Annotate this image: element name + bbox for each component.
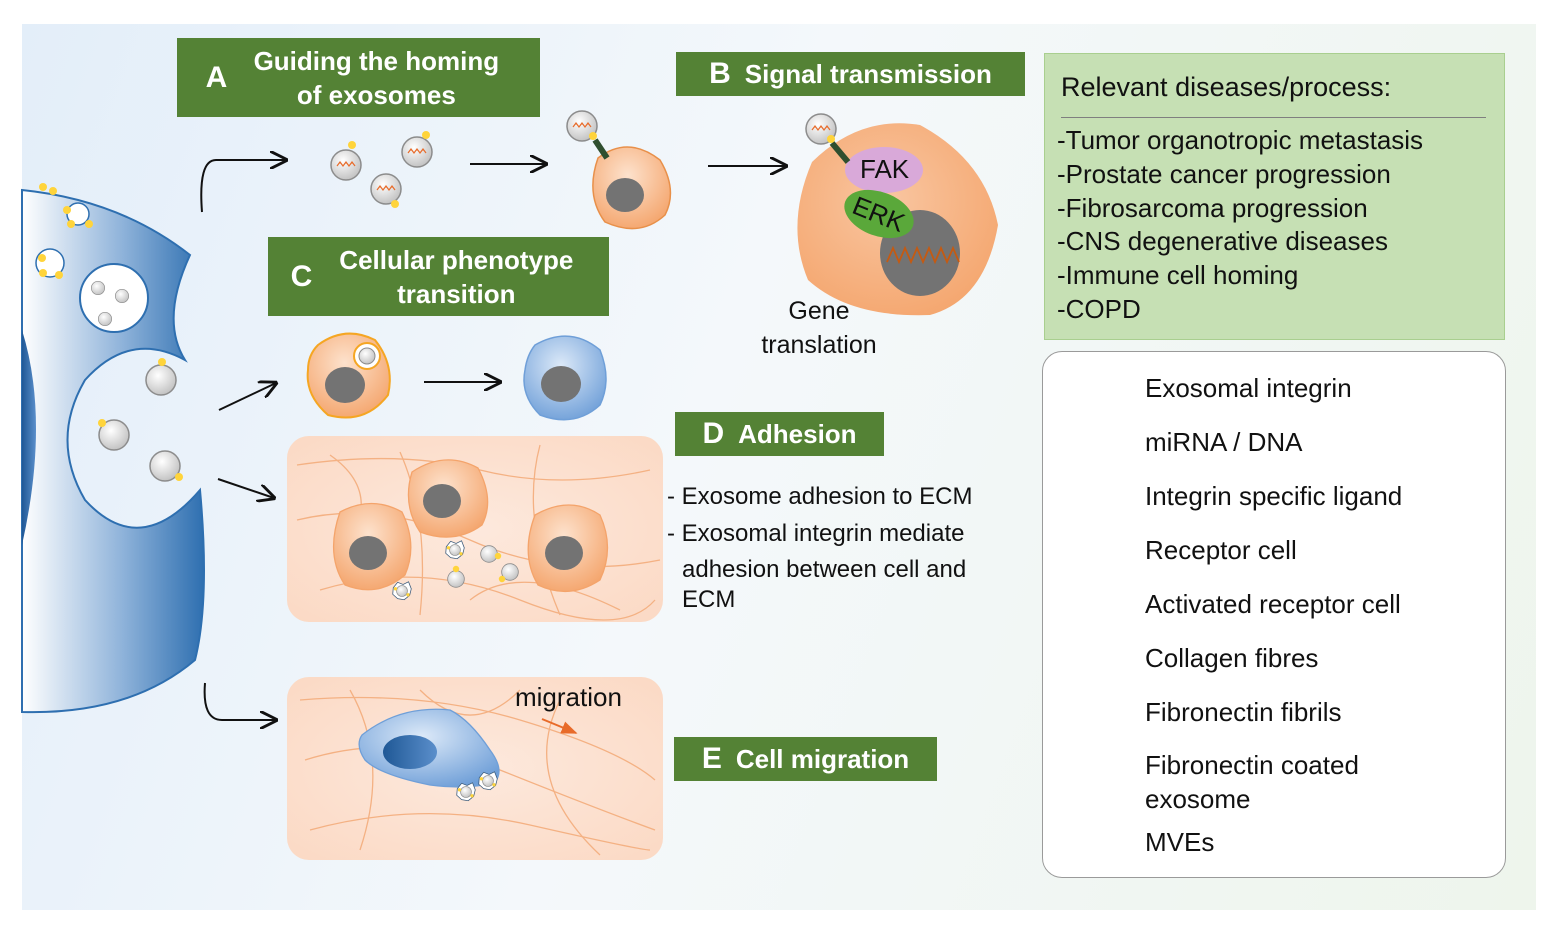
panel-e-title-text: Cell migration: [735, 744, 910, 774]
legend-label-activated-receptor-cell: Activated receptor cell: [1145, 589, 1401, 619]
legend-label-mves: MVEs: [1145, 827, 1215, 857]
migration-label: migration: [515, 682, 622, 712]
legend-label-fibronectin-fibrils: Fibronectin fibrils: [1145, 697, 1342, 727]
panel-d-title-text: Adhesion: [738, 419, 857, 449]
diseases-heading: Relevant diseases/process:: [1061, 72, 1392, 102]
fak-label: FAK: [860, 154, 910, 184]
panel-d-letter: D: [702, 417, 725, 450]
panel-c-letter: C: [290, 259, 313, 293]
adhesion-ecm: [287, 436, 663, 622]
adhesion-note-4: ECM: [682, 586, 736, 613]
legend-label-integrin-ligand: Integrin specific ligand: [1145, 481, 1403, 511]
panel-b-letter: B: [709, 57, 731, 90]
panel-e-letter: E: [701, 742, 722, 775]
panel-a-letter: A: [205, 60, 228, 94]
gene-translation-label: Gene translation: [750, 294, 888, 362]
panel-b-title-text: Signal transmission: [744, 59, 992, 89]
diseases-divider: [1061, 117, 1486, 118]
binding-receptor-cell: [566, 110, 672, 230]
legend-label-fibronectin-coated-exosome: Fibronectin coated exosome: [1145, 750, 1359, 814]
migration-ecm: [287, 677, 663, 860]
panel-a-title-text: Guiding the homing of exosomes: [253, 45, 500, 110]
adhesion-note-1: - Exosome adhesion to ECM: [667, 483, 973, 510]
gene-translation-line-2: translation: [761, 331, 877, 359]
legend-label-collagen-fibres: Collagen fibres: [1145, 643, 1319, 673]
disease-item: -Prostate cancer progression: [1057, 158, 1391, 189]
panel-e-title: E Cell migration: [674, 737, 937, 781]
disease-item: -CNS degenerative diseases: [1057, 226, 1388, 257]
legend-label-mirna-dna: miRNA / DNA: [1145, 427, 1303, 457]
panel-a-title: A Guiding the homing of exosomes: [177, 38, 540, 117]
disease-item: -Immune cell homing: [1057, 260, 1299, 291]
adhesion-note-3: adhesion between cell and: [682, 556, 967, 583]
legend-label-receptor-cell: Receptor cell: [1145, 535, 1297, 565]
panel-c-title-text: Cellular phenotype transition: [339, 244, 574, 309]
disease-item: -Fibrosarcoma progression: [1057, 192, 1368, 223]
flow-arrows: [200, 160, 786, 720]
adhesion-note-2: - Exosomal integrin mediate: [667, 520, 965, 547]
homing-exosomes: [330, 131, 433, 208]
panel-d-title: D Adhesion: [675, 412, 884, 456]
legend-box: Exosomal integrin miRNA / DNA Integrin s…: [1042, 351, 1506, 878]
disease-item: -COPD: [1057, 293, 1141, 324]
gene-translation-line-1: Gene: [788, 297, 850, 325]
diseases-list: -Tumor organotropic metastasis -Prostate…: [1057, 124, 1423, 327]
legend-label-exosomal-integrin: Exosomal integrin: [1145, 373, 1352, 403]
diseases-box: Relevant diseases/process: -Tumor organo…: [1044, 53, 1505, 340]
source-cell: [21, 183, 205, 714]
signal-cell: [797, 113, 998, 316]
phenotype-cells: [306, 332, 607, 421]
panel-b-title: B Signal transmission: [676, 52, 1025, 96]
panel-c-title: C Cellular phenotype transition: [268, 237, 609, 316]
disease-item: -Tumor organotropic metastasis: [1057, 125, 1424, 155]
